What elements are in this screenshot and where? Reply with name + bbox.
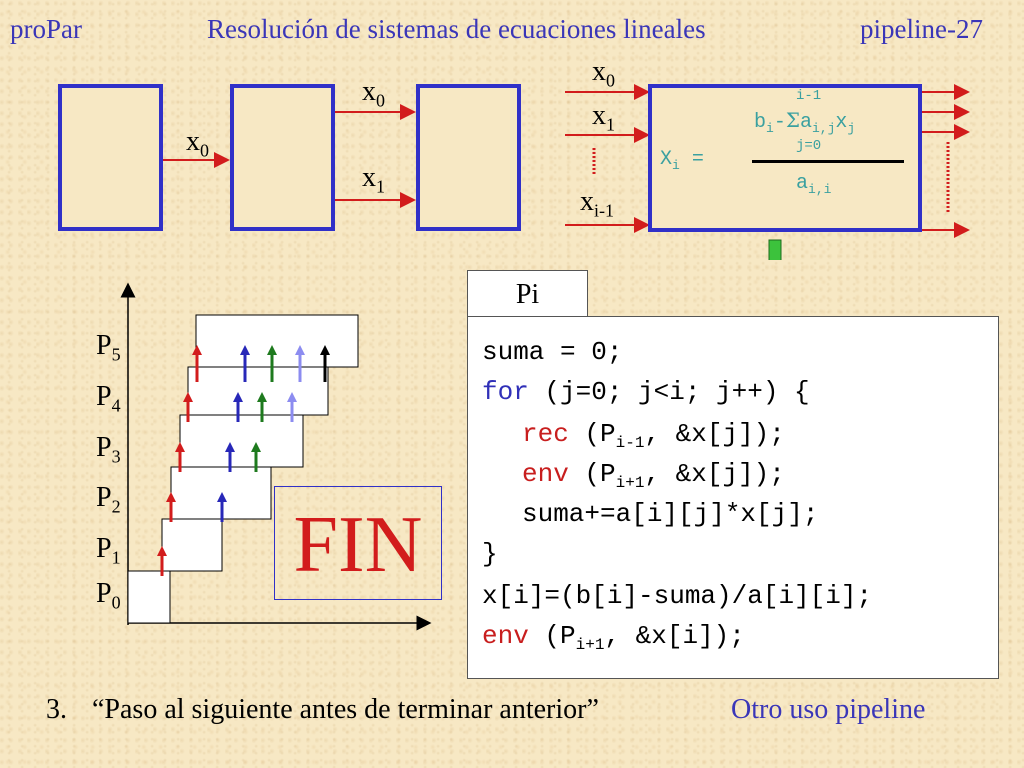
timeline-arrow	[183, 392, 193, 422]
code-line-5: suma+=a[i][j]*x[j];	[522, 499, 819, 529]
label-p4: P4	[96, 381, 121, 416]
label-in-x1: x1	[592, 100, 615, 135]
row-p1	[161, 518, 223, 572]
pipeline-box-1	[58, 84, 163, 231]
label-p2: P2	[96, 482, 121, 517]
pipeline-box-3	[416, 84, 521, 231]
code-line-7: x[i]=(b[i]-suma)/a[i][i];	[482, 581, 873, 611]
tab-pi: Pi	[467, 270, 588, 317]
label-p5: P5	[96, 330, 121, 365]
process-box	[648, 84, 922, 232]
label-x1-mid: x1	[362, 162, 385, 197]
timeline-diagram	[120, 282, 432, 631]
timeline-arrow	[166, 492, 176, 522]
row-p5	[195, 314, 359, 368]
sum-lower: j=0	[796, 138, 822, 154]
row-p3	[179, 414, 304, 468]
header-right: pipeline-27	[860, 14, 983, 44]
timeline-arrow	[257, 392, 267, 422]
sum-upper: i-1	[796, 88, 822, 104]
code-line-4: env (Pi+1, &x[j]);	[522, 459, 785, 493]
code-line-8: env (Pi+1, &x[i]);	[482, 621, 745, 655]
timeline-arrow	[225, 442, 235, 472]
formula: i-1 bi-Σai,jxj j=0 Xi = ai,i	[660, 86, 918, 226]
header-left: proPar	[10, 14, 82, 44]
row-p0	[127, 570, 171, 624]
label-x0-left: x0	[186, 126, 209, 161]
timeline-arrow	[175, 442, 185, 472]
timeline-arrow	[217, 492, 227, 522]
label-p1: P1	[96, 533, 121, 568]
code-line-6: }	[482, 539, 498, 569]
pipeline-box-2	[230, 84, 335, 231]
tab-pi-label: Pi	[515, 279, 540, 310]
timeline-arrow	[192, 345, 202, 382]
code-line-3: rec (Pi-1, &x[j]);	[522, 419, 785, 453]
timeline-arrow	[251, 442, 261, 472]
label-in-xi1: xi-1	[580, 186, 614, 221]
formula-numerator: bi-Σai,jxj	[754, 108, 856, 136]
formula-denominator: ai,i	[796, 172, 832, 197]
timeline-arrow	[320, 345, 330, 382]
fin-text: FIN	[293, 501, 423, 589]
label-in-x0: x0	[592, 56, 615, 91]
timeline-arrow	[240, 345, 250, 382]
label-p0: P0	[96, 578, 121, 613]
code-line-1: suma = 0;	[482, 337, 623, 367]
footer-quote: “Paso al siguiente antes de terminar ant…	[92, 694, 599, 725]
fraction-bar	[752, 160, 904, 163]
code-panel: suma = 0; for (j=0; j<i; j++) { rec (Pi-…	[467, 316, 999, 679]
top-arrows	[163, 84, 970, 260]
formula-lhs: Xi =	[660, 148, 704, 173]
timeline-arrow	[267, 345, 277, 382]
timeline-arrow	[233, 392, 243, 422]
row-p4	[187, 366, 329, 416]
footer-number: 3.	[46, 694, 67, 725]
code-line-2: for (j=0; j<i; j++) {	[482, 377, 810, 407]
down-arrow-icon	[768, 239, 782, 260]
footer-note: Otro uso pipeline	[731, 694, 926, 725]
label-x0-mid: x0	[362, 76, 385, 111]
timeline-arrow	[287, 392, 297, 422]
fin-box	[274, 486, 442, 600]
label-p3: P3	[96, 432, 121, 467]
timeline-arrow	[295, 345, 305, 382]
timeline-arrow	[157, 546, 167, 576]
timeline-arrows	[157, 345, 330, 576]
slide-title: Resolución de sistemas de ecuaciones lin…	[207, 14, 706, 44]
